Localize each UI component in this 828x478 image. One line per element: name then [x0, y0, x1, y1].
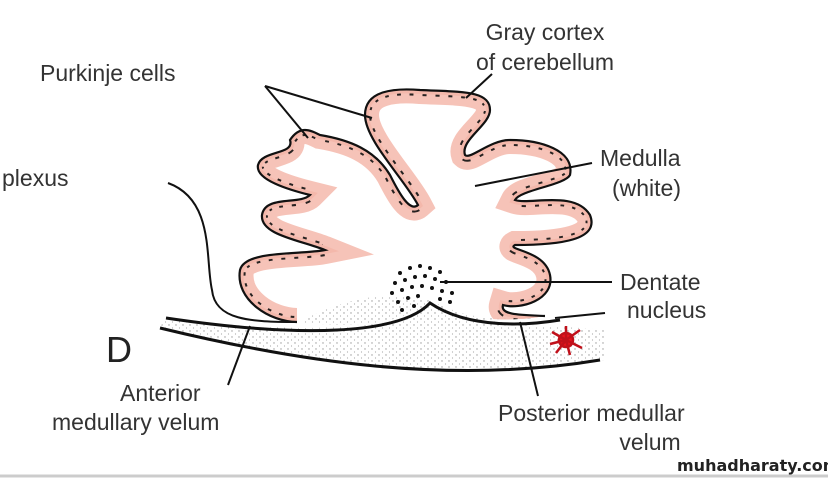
label-posterior-medullary: Posterior medullar: [498, 400, 685, 426]
label-anterior: Anterior: [120, 380, 201, 406]
choroid-plexus-icon: [549, 326, 583, 356]
label-dentate: Dentate: [620, 269, 701, 295]
label-purkinje-cells: Purkinje cells: [40, 60, 176, 86]
leader-lines: [227, 73, 612, 397]
label-of-cerebellum: of cerebellum: [476, 49, 614, 75]
label-white: (white): [612, 175, 681, 201]
panel-letter: D: [106, 329, 132, 370]
label-nucleus: nucleus: [627, 297, 706, 323]
choroid-line: [554, 312, 606, 319]
label-posterior-velum: velum: [619, 429, 680, 455]
label-medullary-velum: medullary velum: [52, 409, 219, 435]
label-plexus: plexus: [2, 165, 68, 191]
label-gray-cortex: Gray cortex: [486, 19, 605, 45]
stippled-velum-region: [160, 305, 605, 371]
plexus-curve: [167, 182, 298, 323]
folia-outline: [238, 88, 593, 324]
label-medulla: Medulla: [600, 145, 681, 171]
anterior-velum-line: [165, 301, 561, 333]
velum-lower-line: [159, 326, 601, 372]
watermark: muhadharaty.com: [677, 456, 828, 475]
